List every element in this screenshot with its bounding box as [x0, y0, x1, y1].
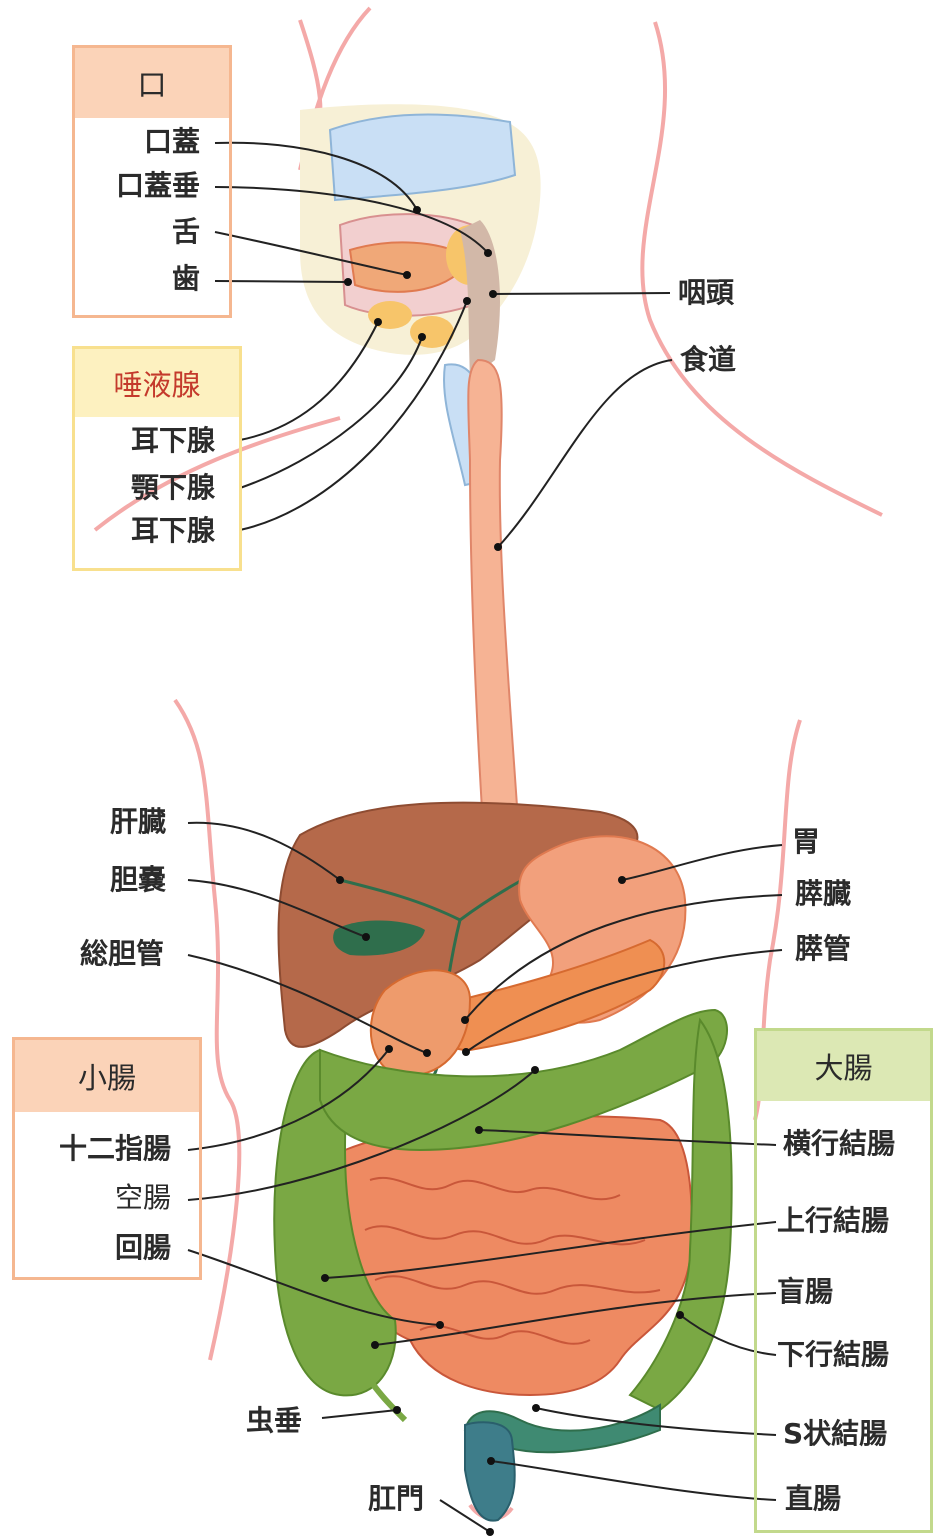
- label-duodenum: 十二指腸: [59, 1135, 171, 1163]
- mouth-box-title: 口: [75, 48, 229, 118]
- salivary-box-title: 唾液腺: [75, 349, 239, 417]
- label-jejunum: 空腸: [115, 1184, 171, 1212]
- label-parotid-2: 耳下腺: [131, 517, 215, 545]
- label-common-bile-duct: 総胆管: [80, 940, 164, 968]
- label-descending-colon: 下行結腸: [777, 1341, 889, 1369]
- label-teeth: 歯: [172, 265, 200, 293]
- label-cecum: 盲腸: [777, 1278, 833, 1306]
- label-sigmoid-colon: S状結腸: [783, 1420, 887, 1448]
- label-pharynx: 咽頭: [678, 279, 734, 307]
- label-ileum: 回腸: [115, 1234, 171, 1262]
- label-transverse-colon: 横行結腸: [783, 1130, 895, 1158]
- label-ascending-colon: 上行結腸: [777, 1207, 889, 1235]
- label-palate: 口蓋: [144, 128, 200, 156]
- label-anus: 肛門: [368, 1485, 424, 1513]
- label-pancreas: 膵臓: [795, 880, 851, 908]
- label-rectum: 直腸: [785, 1485, 841, 1513]
- salivary-gland-shape-2: [368, 301, 412, 329]
- label-submandibular: 顎下腺: [131, 474, 215, 502]
- label-gallbladder: 胆嚢: [110, 866, 166, 894]
- esophagus-shape: [468, 360, 520, 860]
- label-appendix: 虫垂: [246, 1407, 302, 1435]
- label-stomach: 胃: [792, 828, 820, 856]
- large-intestine-box-title: 大腸: [757, 1031, 930, 1101]
- label-parotid-1: 耳下腺: [131, 427, 215, 455]
- label-pancreatic-duct: 膵管: [795, 935, 851, 963]
- label-tongue: 舌: [172, 218, 200, 246]
- appendix-shape: [370, 1380, 405, 1420]
- small-intestine-box-title: 小腸: [15, 1040, 199, 1112]
- label-uvula: 口蓋垂: [116, 172, 200, 200]
- label-esophagus: 食道: [680, 346, 736, 374]
- label-liver: 肝臓: [110, 808, 166, 836]
